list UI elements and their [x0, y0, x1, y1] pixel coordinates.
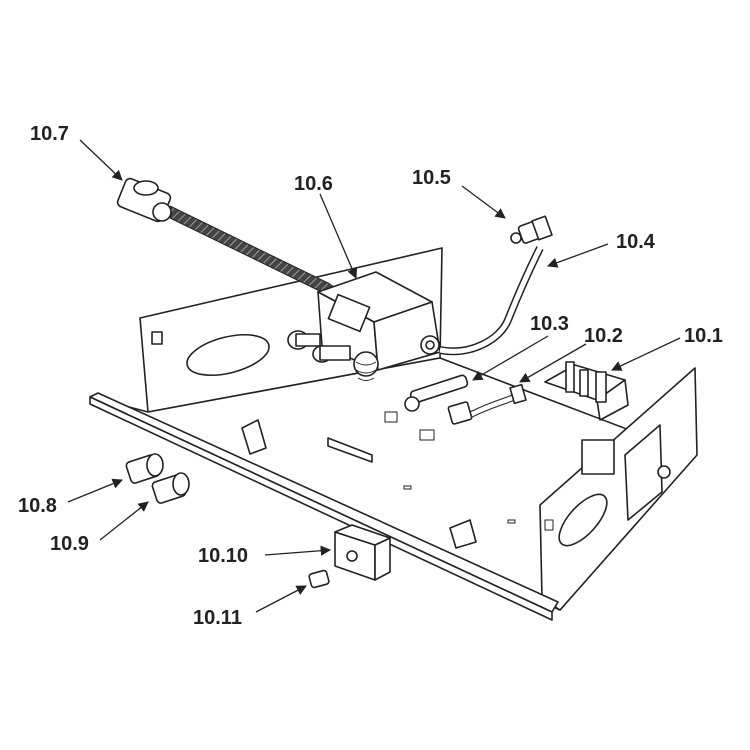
ignitor-post-1 — [565, 361, 575, 393]
leader-10-7 — [79, 139, 123, 181]
harness-plug — [509, 383, 527, 405]
ignitor-post-2 — [579, 369, 589, 397]
thermocouple-10-3 — [404, 374, 469, 412]
knob-10-8 — [125, 453, 164, 484]
floor-tab-front — [449, 519, 477, 549]
gas-valve-stem — [295, 333, 321, 347]
ignitor-bracket-10-1 — [544, 361, 629, 421]
gas-valve-stem-front — [319, 345, 351, 361]
knob-cap-body — [308, 569, 330, 589]
flex-gas-line — [164, 206, 336, 296]
thermocouple-tip — [404, 396, 420, 412]
pilot-tube — [439, 246, 544, 356]
switch-toggle — [346, 550, 358, 562]
pilot-assembly-10-5 — [439, 215, 553, 356]
callout-10-9: 10.9 — [50, 533, 89, 555]
leader-10-9 — [99, 501, 149, 541]
callout-10-8: 10.8 — [18, 495, 57, 517]
right-wall-oval-cutout — [558, 493, 608, 547]
callout-10-6: 10.6 — [294, 173, 333, 195]
leader-10-8 — [67, 478, 123, 503]
callout-10-1: 10.1 — [684, 325, 723, 347]
floor-hole-2 — [507, 519, 516, 524]
floor-tab-left — [241, 419, 267, 455]
pilot-tube-inner — [439, 246, 543, 354]
leader-10-2 — [519, 343, 587, 383]
callout-10-3: 10.3 — [530, 313, 569, 335]
leader-10-4 — [547, 243, 609, 268]
floor-slot — [327, 437, 373, 463]
floor-hole-3 — [384, 411, 398, 423]
leader-10-1 — [611, 337, 681, 371]
right-wall-bracket — [624, 424, 663, 521]
shutoff-valve-fitting — [152, 202, 172, 222]
knob-cap-10-11 — [308, 569, 330, 589]
right-wall-tab — [544, 519, 554, 531]
tray-front-rail-face — [89, 396, 553, 621]
bracket-tab — [581, 439, 615, 475]
switch-box-10-10 — [334, 524, 391, 581]
floor-hole-4 — [419, 429, 435, 441]
gas-valve-outlet-inner — [425, 340, 435, 350]
callout-10-2: 10.2 — [584, 325, 623, 347]
back-wall-oval-cutout — [186, 333, 270, 377]
ignitor-plate-side — [596, 379, 629, 421]
leader-10-5 — [461, 185, 506, 219]
ignitor-post-3 — [595, 371, 607, 403]
pilot-fitting — [531, 215, 553, 241]
pilot-nozzle — [510, 232, 522, 244]
leader-10-11 — [255, 585, 307, 613]
callout-10-10: 10.10 — [198, 545, 248, 567]
floor-hole-1 — [403, 485, 412, 490]
gas-valve-regulator — [353, 351, 379, 377]
gas-valve-block — [327, 293, 371, 333]
callout-labels: 10.7 10.6 10.5 10.4 10.3 10.2 10.1 10.8 … — [18, 123, 723, 629]
leader-10-6 — [319, 193, 358, 279]
leader-10-10 — [264, 545, 332, 556]
knob-10-8-face — [146, 453, 164, 477]
callout-10-7: 10.7 — [30, 123, 69, 145]
leader-10-3 — [472, 335, 549, 381]
callout-10-5: 10.5 — [412, 167, 451, 189]
bracket-screw — [657, 465, 671, 479]
shutoff-valve-10-7 — [116, 177, 336, 297]
regulator-coils — [355, 361, 377, 381]
wire-harness-10-2 — [447, 383, 527, 425]
callout-10-11: 10.11 — [193, 607, 242, 629]
knob-10-9 — [151, 472, 190, 504]
shutoff-valve-handle — [133, 180, 159, 196]
switch-box-top — [334, 524, 391, 546]
harness-connector — [447, 401, 473, 425]
back-wall-tab — [151, 331, 163, 345]
leader-lines — [67, 139, 681, 613]
callout-10-4: 10.4 — [616, 231, 656, 253]
knob-10-9-face — [172, 472, 190, 496]
